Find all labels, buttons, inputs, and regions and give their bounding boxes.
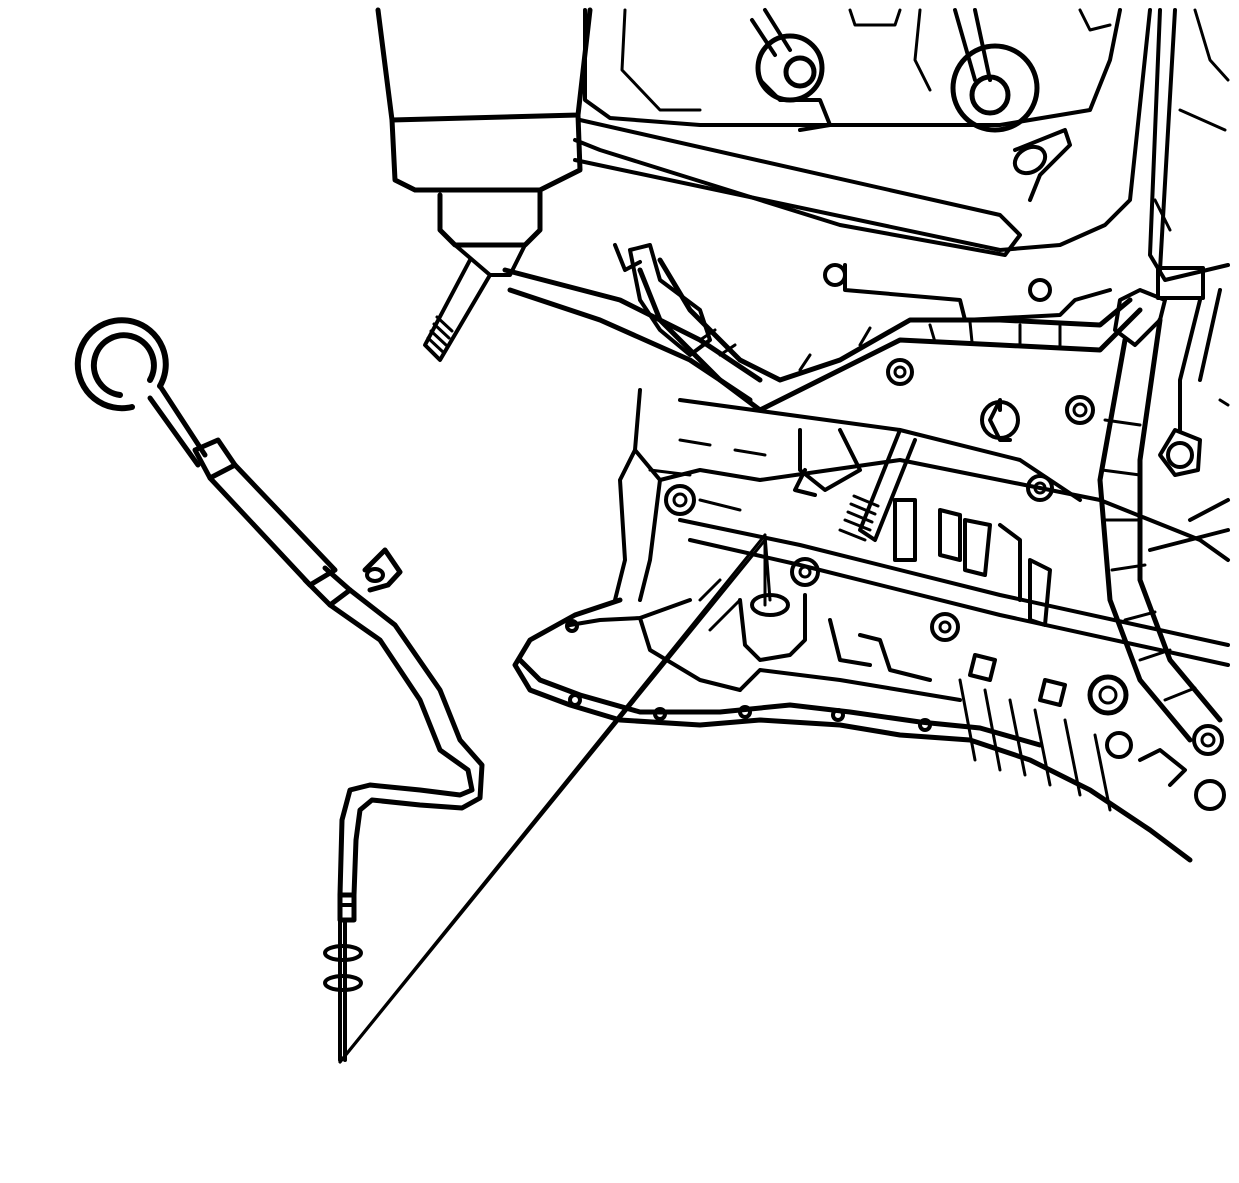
oil-pan [512,597,1193,863]
sensor-connector [1012,128,1072,202]
dipstick-grip [192,437,353,608]
upper-bolt-right [950,8,1040,133]
o-ring-seals [323,918,363,1062]
engine-assembly [375,7,1230,863]
oil-level-dipstick [74,317,485,1062]
crankcase-bolt-7 [1087,674,1129,716]
crankcase-bolt-5 [790,557,820,587]
oil-filter [375,7,593,277]
crankcase-bolt-6 [930,612,960,642]
dipstick-tube [327,547,485,923]
threaded-stud-center [838,428,917,542]
upper-bolt-left [750,8,832,132]
crankcase-bolt-2 [1065,395,1095,425]
crankcase-bolt-3 [1026,474,1054,502]
engine-block [573,8,1230,347]
crankcase-bolt-4 [664,484,696,516]
wiring-harness [502,243,1223,743]
crankcase [613,358,1230,811]
crankcase-bolt-8 [1192,724,1224,756]
crankcase-bolt-1 [886,358,914,386]
dipstick-handle-ring [74,317,169,412]
callout-leader-lines [338,533,772,1064]
dipstick-tube-mounting-hole [698,578,807,662]
threaded-stud-left [423,258,492,362]
